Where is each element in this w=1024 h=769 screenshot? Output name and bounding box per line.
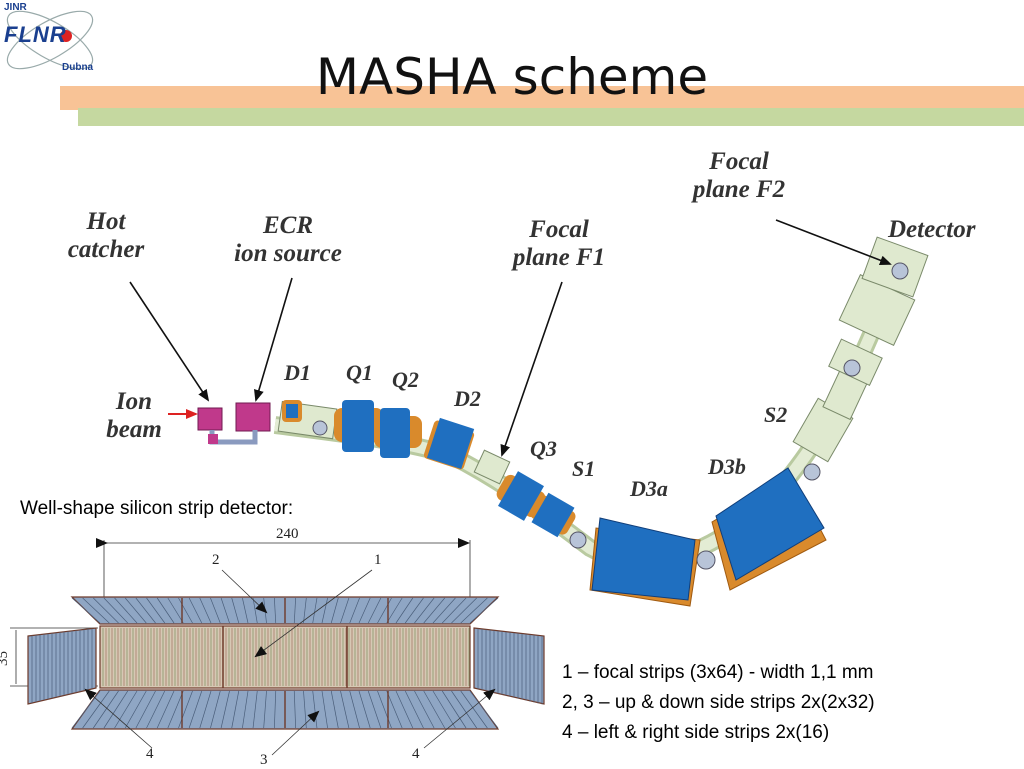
callout-3: 3 bbox=[260, 752, 268, 768]
atom-logo-icon bbox=[6, 10, 94, 70]
logo-jinr: JINR bbox=[4, 2, 27, 13]
label-q2: Q2 bbox=[392, 367, 419, 392]
label-s1: S1 bbox=[572, 456, 596, 481]
label-d3a: D3a bbox=[630, 476, 668, 501]
label-catcher: catcher bbox=[67, 236, 145, 263]
detector-caption: Well-shape silicon strip detector: bbox=[20, 498, 294, 519]
logo: JINR FLNR Dubna bbox=[0, 0, 110, 88]
label-beam: beam bbox=[106, 416, 162, 443]
label-d2: D2 bbox=[454, 386, 481, 411]
legend-line-1: 1 – focal strips (3x64) - width 1,1 mm bbox=[562, 662, 874, 683]
magnet-d1 bbox=[277, 400, 338, 440]
label-ecr-ion-source: ECR ion source bbox=[218, 212, 358, 268]
quad-q1 bbox=[334, 400, 384, 452]
label-d1: D1 bbox=[284, 360, 311, 385]
title-band-green bbox=[78, 108, 1024, 126]
label-q1: Q1 bbox=[346, 360, 373, 385]
magnet-d3b bbox=[711, 467, 827, 591]
detector-right-side bbox=[473, 627, 545, 705]
label-focal-plane-f1: Focal plane F1 bbox=[494, 216, 624, 272]
magnet-d2 bbox=[423, 417, 475, 470]
label-focal-f2-b: plane F2 bbox=[692, 176, 786, 203]
label-focal-plane-f2: Focal plane F2 bbox=[674, 148, 804, 204]
logo-flnr: FLNR bbox=[4, 22, 67, 47]
label-focal-f1-a: Focal bbox=[529, 216, 589, 243]
label-q3: Q3 bbox=[530, 436, 557, 461]
label-ecr: ECR bbox=[262, 212, 314, 239]
sextupole-s1 bbox=[530, 492, 576, 538]
detector-left-side bbox=[27, 627, 97, 705]
legend-line-3: 4 – left & right side strips 2x(16) bbox=[562, 722, 830, 743]
label-ion-beam: Ion beam bbox=[94, 388, 174, 444]
label-hot-catcher: Hot catcher bbox=[56, 208, 156, 264]
label-d3b: D3b bbox=[708, 454, 746, 479]
callout-4-right: 4 bbox=[412, 746, 420, 762]
dimension-width: 240 bbox=[276, 526, 299, 542]
logo-dubna: Dubna bbox=[62, 62, 94, 73]
label-s2: S2 bbox=[764, 402, 788, 427]
strip-detector-drawing bbox=[10, 538, 545, 756]
title-band-orange bbox=[60, 86, 1024, 110]
label-focal-f2-a: Focal bbox=[709, 148, 769, 175]
label-hot: Hot bbox=[86, 208, 126, 235]
detector-focal-strips bbox=[99, 625, 471, 689]
callout-1: 1 bbox=[374, 552, 382, 568]
dimension-height: 35 bbox=[0, 651, 11, 666]
label-ion: Ion bbox=[115, 388, 153, 415]
ion-source bbox=[197, 402, 271, 445]
detector-tube bbox=[822, 236, 929, 421]
label-detector: Detector bbox=[888, 216, 976, 243]
label-ion-source: ion source bbox=[234, 240, 342, 267]
focal-chamber-f1 bbox=[473, 449, 511, 485]
callout-4-left: 4 bbox=[146, 746, 154, 762]
callout-2: 2 bbox=[212, 552, 220, 568]
legend-line-2: 2, 3 – up & down side strips 2x(2x32) bbox=[562, 692, 875, 713]
label-focal-f1-b: plane F1 bbox=[512, 244, 606, 271]
slide-title: MASHA scheme bbox=[315, 48, 709, 106]
strip-legend: 1 – focal strips (3x64) - width 1,1 mm 2… bbox=[562, 658, 875, 748]
quad-q3 bbox=[496, 471, 546, 521]
magnet-d3a bbox=[589, 517, 701, 607]
quad-q2 bbox=[374, 408, 422, 458]
